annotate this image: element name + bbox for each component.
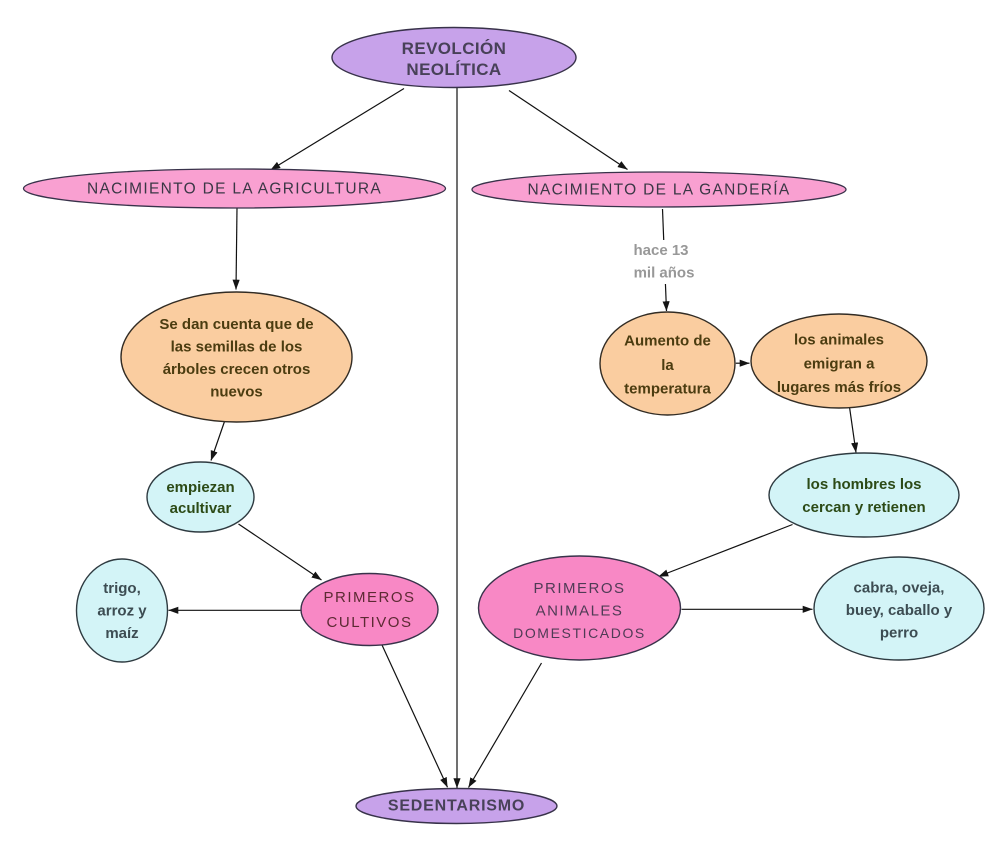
- svg-text:cabra, oveja,: cabra, oveja,: [854, 580, 945, 597]
- svg-text:REVOLCIÓN: REVOLCIÓN: [402, 39, 507, 58]
- svg-text:cercan y retienen: cercan y retienen: [802, 499, 925, 516]
- svg-text:NEOLÍTICA: NEOLÍTICA: [406, 60, 501, 79]
- svg-text:Se dan cuenta que de: Se dan cuenta que de: [159, 316, 313, 333]
- svg-text:mil años: mil años: [634, 265, 695, 282]
- svg-text:NACIMIENTO DE LA GANDERÍA: NACIMIENTO DE LA GANDERÍA: [527, 182, 790, 199]
- svg-text:la: la: [661, 357, 674, 374]
- svg-text:CULTIVOS: CULTIVOS: [327, 614, 413, 631]
- svg-text:temperatura: temperatura: [624, 381, 711, 398]
- svg-text:NACIMIENTO DE LA AGRICULTURA: NACIMIENTO DE LA AGRICULTURA: [87, 181, 382, 198]
- svg-text:PRIMEROS: PRIMEROS: [533, 580, 625, 597]
- svg-text:buey, caballo y: buey, caballo y: [846, 602, 953, 619]
- svg-text:empiezan: empiezan: [166, 479, 234, 496]
- svg-text:árboles crecen otros: árboles crecen otros: [163, 361, 311, 378]
- svg-text:emigran a: emigran a: [804, 356, 876, 373]
- svg-text:hace 13: hace 13: [633, 242, 688, 259]
- svg-text:acultivar: acultivar: [170, 500, 232, 517]
- svg-text:lugares más fríos: lugares más fríos: [777, 379, 901, 396]
- svg-text:los animales: los animales: [794, 332, 884, 349]
- svg-text:nuevos: nuevos: [210, 384, 263, 401]
- svg-text:arroz y: arroz y: [97, 603, 147, 620]
- svg-text:DOMESTICADOS: DOMESTICADOS: [513, 625, 646, 641]
- svg-text:ANIMALES: ANIMALES: [536, 603, 624, 620]
- svg-text:maíz: maíz: [105, 625, 138, 642]
- svg-text:trigo,: trigo,: [103, 580, 141, 597]
- svg-text:SEDENTARISMO: SEDENTARISMO: [388, 798, 525, 815]
- svg-text:las semillas de los: las semillas de los: [171, 339, 303, 356]
- svg-text:los hombres los: los hombres los: [806, 476, 921, 493]
- svg-text:PRIMEROS: PRIMEROS: [323, 589, 415, 606]
- svg-text:Aumento de: Aumento de: [624, 333, 711, 350]
- svg-text:perro: perro: [880, 625, 918, 642]
